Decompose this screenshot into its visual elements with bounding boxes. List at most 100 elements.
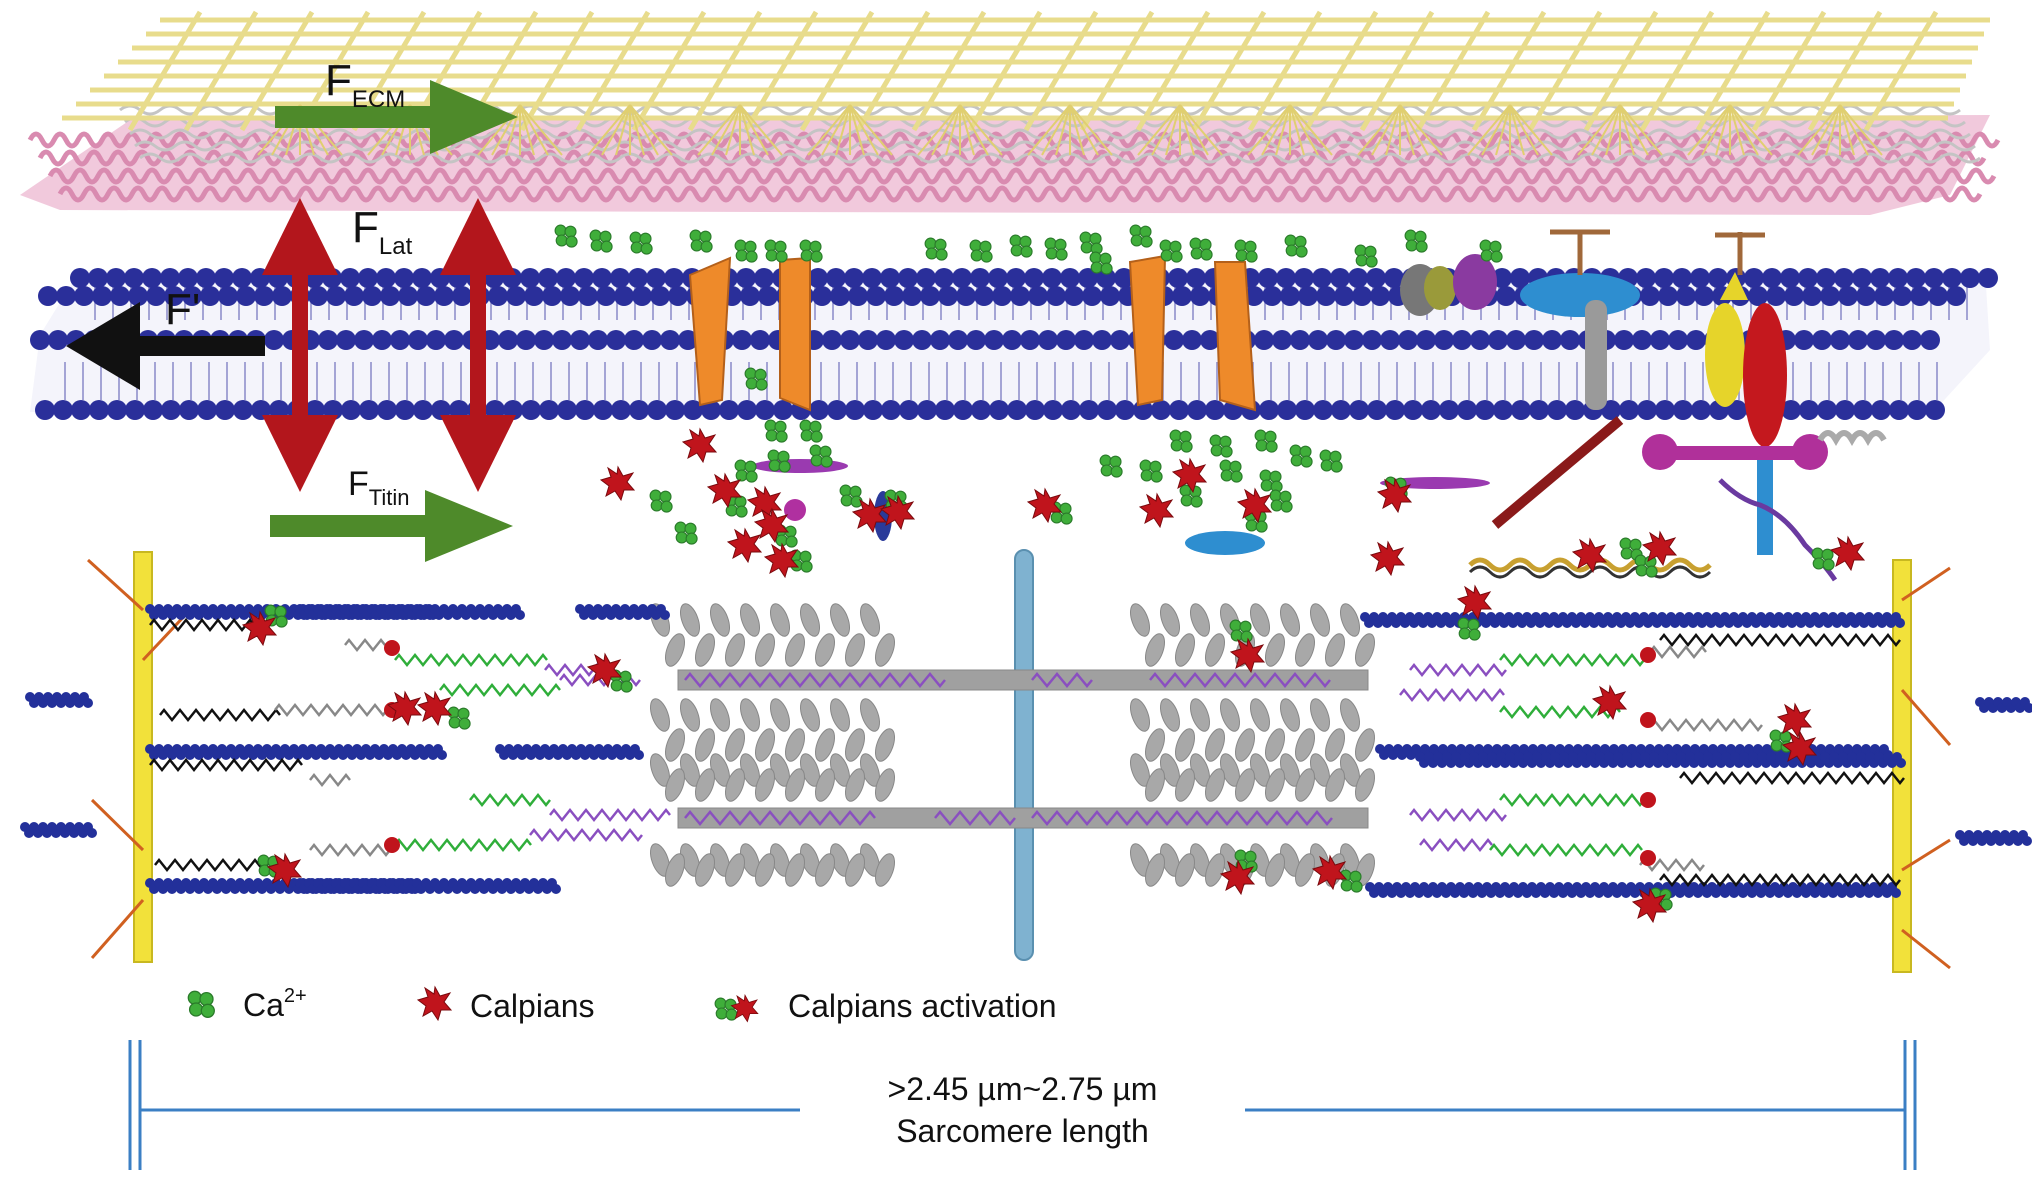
lipid-head bbox=[92, 286, 112, 306]
lipid-head bbox=[354, 330, 374, 350]
lipid-head bbox=[1025, 400, 1045, 420]
lipid-head bbox=[71, 400, 91, 420]
lipid-head bbox=[233, 400, 253, 420]
calcium-ion bbox=[800, 420, 822, 442]
lipid-head bbox=[539, 400, 559, 420]
calcium-ion bbox=[1190, 238, 1212, 260]
calpain bbox=[1831, 537, 1864, 570]
lipid-head bbox=[1262, 286, 1282, 306]
lipid-head bbox=[1902, 330, 1922, 350]
lipid-head bbox=[1619, 400, 1639, 420]
lipid-head bbox=[1398, 330, 1418, 350]
lipid-head bbox=[578, 286, 598, 306]
lipid-head bbox=[1439, 400, 1459, 420]
titin-spring bbox=[150, 620, 254, 630]
lipid-head bbox=[1672, 268, 1692, 288]
calcium-ion bbox=[1235, 240, 1257, 262]
myosin-head bbox=[1187, 696, 1214, 733]
lipid-head bbox=[398, 286, 418, 306]
lipid-head bbox=[1254, 330, 1274, 350]
calcium-ion bbox=[1160, 240, 1182, 262]
lipid-head bbox=[822, 330, 842, 350]
lipid-head bbox=[1097, 400, 1117, 420]
lipid-head bbox=[1331, 400, 1351, 420]
lipid-head bbox=[142, 268, 162, 288]
calpain bbox=[1173, 459, 1206, 492]
lipid-head bbox=[1884, 330, 1904, 350]
lipid-head bbox=[1565, 400, 1585, 420]
lipid-head bbox=[970, 268, 990, 288]
lipid-head bbox=[1655, 400, 1675, 420]
actin-bead bbox=[1896, 758, 1906, 768]
lipid-head bbox=[272, 286, 292, 306]
lipid-head bbox=[611, 400, 631, 420]
actin-bead bbox=[660, 610, 670, 620]
m-line bbox=[1015, 550, 1033, 960]
lipid-head bbox=[902, 286, 922, 306]
lipid-head bbox=[1856, 286, 1876, 306]
f-titin-symbol: F bbox=[348, 465, 369, 503]
lipid-head bbox=[110, 286, 130, 306]
lipid-head bbox=[881, 400, 901, 420]
lipid-head bbox=[1874, 286, 1894, 306]
lipid-head bbox=[894, 330, 914, 350]
lipid-head bbox=[1686, 330, 1706, 350]
lipid-head bbox=[1614, 330, 1634, 350]
lipid-head bbox=[1871, 400, 1891, 420]
lipid-head bbox=[737, 400, 757, 420]
lipid-head bbox=[920, 286, 940, 306]
calcium-ion bbox=[735, 240, 757, 262]
legend-calcium: Ca2+ bbox=[243, 985, 307, 1024]
lipid-head bbox=[1061, 400, 1081, 420]
lipid-head bbox=[570, 330, 590, 350]
lipid-head bbox=[840, 330, 860, 350]
lipid-head bbox=[1403, 400, 1423, 420]
ecm-pink-wave bbox=[60, 188, 1980, 200]
lipid-head bbox=[610, 268, 630, 288]
dumbbell-left bbox=[1642, 434, 1678, 470]
blue-oval-center bbox=[1185, 531, 1265, 555]
lipid-head bbox=[336, 330, 356, 350]
lipid-head bbox=[341, 400, 361, 420]
lipid-head bbox=[1942, 268, 1962, 288]
lipid-head bbox=[1637, 400, 1657, 420]
lipid-head bbox=[1042, 268, 1062, 288]
label-f-lat: FLat bbox=[352, 203, 412, 261]
lipid-head bbox=[740, 286, 760, 306]
lipid-head bbox=[1295, 400, 1315, 420]
calcium-ion bbox=[1458, 618, 1480, 640]
lipid-head bbox=[1421, 400, 1441, 420]
lipid-head bbox=[107, 400, 127, 420]
lipid-head bbox=[48, 330, 68, 350]
myosin-head bbox=[767, 601, 794, 638]
lipid-head bbox=[412, 268, 432, 288]
calcium-ion bbox=[1100, 455, 1122, 477]
lipid-head bbox=[520, 268, 540, 288]
calpain bbox=[601, 467, 634, 500]
actin-bead bbox=[2022, 836, 2032, 846]
collagen-strand-v bbox=[130, 12, 200, 130]
collagen-strand-v bbox=[690, 12, 760, 130]
lipid-head bbox=[128, 286, 148, 306]
lipid-head bbox=[750, 330, 770, 350]
lipid-head bbox=[1348, 268, 1368, 288]
lipid-head bbox=[1889, 400, 1909, 420]
calcium-ion bbox=[675, 522, 697, 544]
scale-label: Sarcomere length bbox=[820, 1110, 1225, 1152]
myosin-head bbox=[1337, 601, 1364, 638]
calcium-ion bbox=[840, 485, 862, 507]
myosin-head bbox=[752, 631, 779, 668]
myosin-head bbox=[1202, 631, 1229, 668]
lipid-head bbox=[1852, 268, 1872, 288]
lipid-head bbox=[1835, 400, 1855, 420]
calpain bbox=[418, 692, 451, 725]
lipid-head bbox=[538, 268, 558, 288]
titin-spring bbox=[1650, 647, 1706, 657]
lipid-head bbox=[596, 286, 616, 306]
lipid-head bbox=[1416, 330, 1436, 350]
purple-ball-left bbox=[784, 499, 806, 521]
lipid-head bbox=[416, 286, 436, 306]
lipid-head bbox=[1258, 268, 1278, 288]
calcium-ion bbox=[1080, 232, 1102, 254]
calpain bbox=[1778, 704, 1811, 737]
